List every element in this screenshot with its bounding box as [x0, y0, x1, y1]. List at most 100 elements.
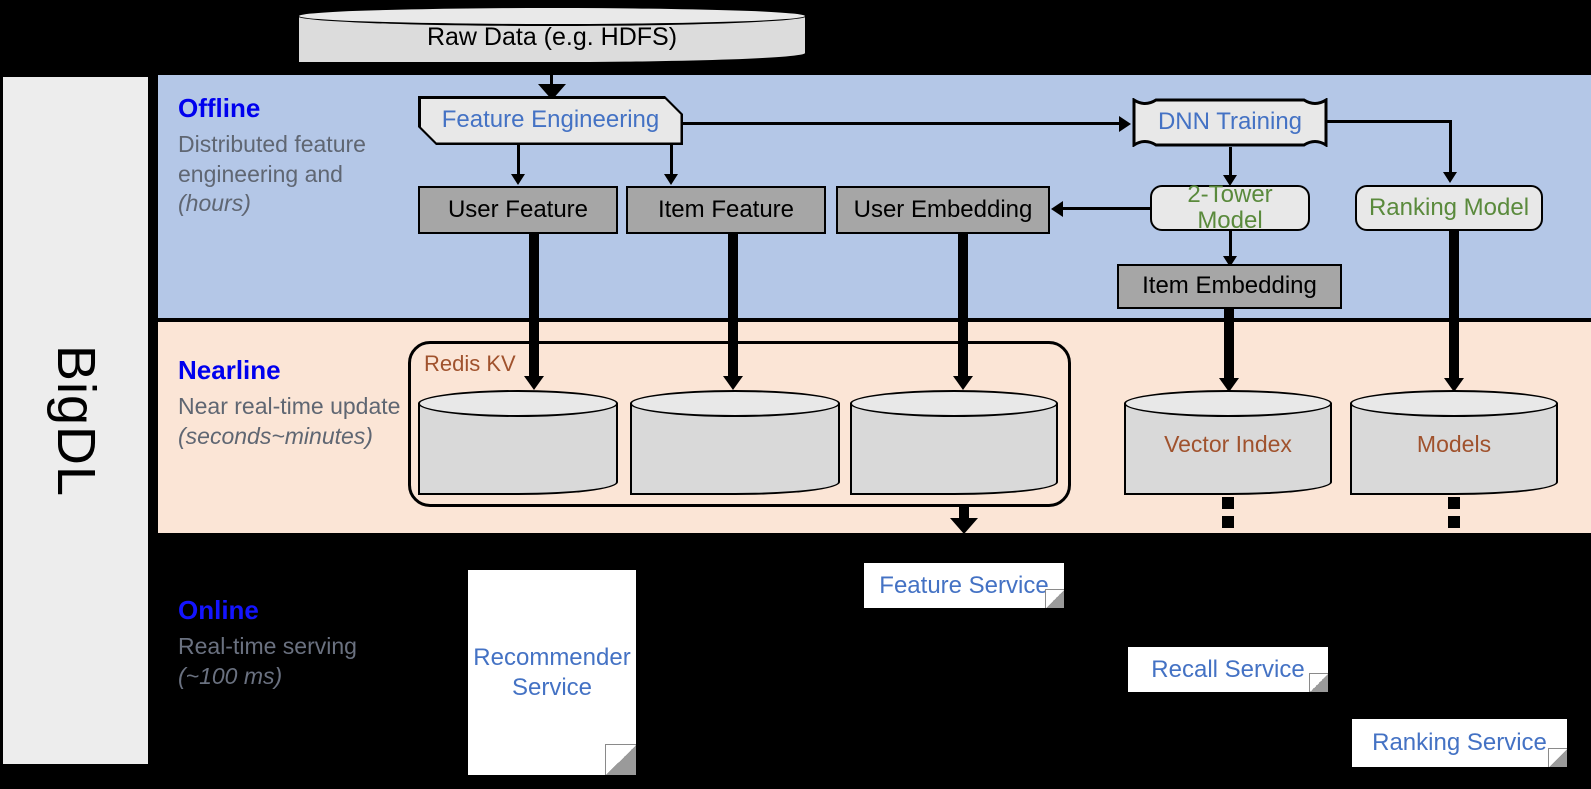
arrowhead-itemfeature-redis: [723, 376, 743, 390]
connector-twotower-userembedding: [1063, 207, 1151, 210]
page-fold-icon: [1309, 673, 1328, 692]
dnn-training-shape: [1132, 98, 1328, 147]
raw-data-cylinder: Raw Data (e.g. HDFS): [297, 6, 807, 64]
cylinder-top: [297, 6, 807, 26]
card-feature-service-label: Feature Service: [879, 571, 1049, 599]
online-title: Online: [178, 595, 259, 625]
vector-index-label: Vector Index: [1164, 430, 1292, 457]
node-user-embedding[interactable]: User Embedding: [836, 186, 1050, 234]
offline-title: Offline: [178, 93, 261, 123]
node-user-embedding-label: User Embedding: [853, 195, 1033, 223]
node-two-tower-model[interactable]: 2-Tower Model: [1150, 181, 1310, 234]
arrowhead-dnn-twotower: [1223, 175, 1237, 186]
pipe-itemfeature-redis: [728, 232, 738, 380]
card-recall-service[interactable]: Recall Service: [1128, 647, 1328, 692]
page-fold-icon: [1045, 589, 1064, 608]
card-ranking-service[interactable]: Ranking Service: [1352, 719, 1567, 767]
caption-nearline: Nearline Near real-time update (seconds~…: [178, 355, 408, 451]
cylinder-top: [418, 390, 618, 417]
cylinder-top: [1124, 390, 1332, 417]
dot-vectorindex-recall-1: [1222, 497, 1234, 509]
offline-subtitle: Distributed feature engineering and (hou…: [178, 130, 408, 218]
node-feature-engineering-label: Feature Engineering: [421, 99, 681, 143]
node-feature-engineering[interactable]: Feature Engineering: [418, 96, 683, 145]
cylinder-body: [850, 403, 1058, 495]
node-two-tower-model-label: 2-Tower Model: [1187, 180, 1273, 234]
node-item-feature[interactable]: Item Feature: [626, 186, 826, 234]
page-fold-icon: [605, 744, 636, 775]
connector-fe-userfeature: [517, 145, 520, 178]
redis-kv-group: [408, 341, 1071, 507]
redis-kv-label: Redis KV: [424, 351, 516, 376]
card-feature-service[interactable]: Feature Service: [864, 563, 1064, 608]
arrowhead-fe-dnn: [1119, 116, 1131, 132]
bigdl-sidebar: BigDL: [3, 77, 148, 764]
offline-subtitle-plain: Distributed feature engineering and: [178, 131, 366, 187]
cylinder-user-feature-store: [418, 390, 618, 495]
cylinder-top: [850, 390, 1058, 417]
dot-models-ranking-2: [1448, 516, 1460, 528]
bigdl-label: BigDL: [45, 344, 106, 497]
pipe-userfeature-redis: [529, 232, 539, 380]
card-recommender-service-label: Recommender Service: [473, 643, 631, 701]
connector-dnn-ranking-h: [1327, 120, 1452, 123]
node-user-feature[interactable]: User Feature: [418, 186, 618, 234]
dot-models-ranking-1: [1448, 497, 1460, 509]
node-ranking-model[interactable]: Ranking Model: [1355, 185, 1543, 231]
arrowhead-redis-featureservice: [950, 518, 978, 534]
node-dnn-training-label: DNN Training: [1157, 108, 1303, 136]
offline-subtitle-italic: (hours): [178, 190, 251, 217]
card-ranking-service-label: Ranking Service: [1372, 729, 1547, 756]
arrowhead-itemembedding-vectorindex: [1219, 378, 1239, 392]
cylinder-user-embedding-store: [850, 390, 1058, 495]
arrowhead-rankingmodel-models: [1444, 378, 1464, 392]
cylinder-body: [1350, 403, 1558, 495]
node-item-embedding-label: Item Embedding: [1142, 272, 1317, 300]
arrowhead-twotower-itemembedding: [1223, 256, 1237, 267]
node-dnn-training[interactable]: DNN Training: [1132, 98, 1328, 147]
node-item-embedding[interactable]: Item Embedding: [1117, 264, 1342, 309]
connector-fe-dnn: [683, 122, 1120, 125]
online-subtitle-italic: (~100 ms): [178, 662, 283, 689]
connector-dnn-twotower: [1229, 147, 1232, 179]
connector-twotower-itemembedding: [1229, 231, 1232, 260]
pipe-itemembedding-vectorindex: [1224, 307, 1234, 382]
arrowhead-dnn-ranking: [1443, 172, 1457, 183]
arrowhead-userembedding-redis: [953, 376, 973, 390]
online-subtitle: Real-time serving (~100 ms): [178, 632, 408, 691]
cylinder-vector-index: Vector Index: [1124, 390, 1332, 495]
arrowhead-userfeature-redis: [524, 376, 544, 390]
cylinder-top: [630, 390, 840, 417]
online-subtitle-plain: Real-time serving: [178, 633, 357, 660]
models-label: Models: [1416, 430, 1492, 457]
nearline-subtitle-italic: (seconds~minutes): [178, 422, 373, 449]
nearline-subtitle: Near real-time update (seconds~minutes): [178, 392, 408, 451]
card-recommender-service[interactable]: Recommender Service: [468, 570, 636, 775]
node-ranking-model-label: Ranking Model: [1368, 193, 1530, 221]
arrowhead-fe-userfeature: [511, 174, 525, 185]
card-recall-service-label: Recall Service: [1151, 655, 1305, 683]
raw-data-label: Raw Data (e.g. HDFS): [426, 22, 678, 51]
caption-offline: Offline Distributed feature engineering …: [178, 93, 408, 219]
cylinder-body: [418, 403, 618, 495]
pipe-userembedding-redis: [958, 232, 968, 380]
connector-dnn-ranking-v: [1449, 120, 1452, 176]
nearline-subtitle-plain: Near real-time update: [178, 393, 401, 420]
connector-fe-itemfeature: [670, 145, 673, 178]
pipe-redis-featureservice: [959, 507, 969, 520]
cylinder-top: [1350, 390, 1558, 417]
node-item-feature-label: Item Feature: [657, 195, 795, 223]
dot-vectorindex-recall-2: [1222, 516, 1234, 528]
connector-rawdata-fe: [550, 64, 553, 88]
cylinder-models: Models: [1350, 390, 1558, 495]
pipe-rankingmodel-models: [1449, 229, 1459, 382]
arrowhead-fe-itemfeature: [664, 174, 678, 185]
page-fold-icon: [1548, 748, 1567, 767]
cylinder-body: [1124, 403, 1332, 495]
cylinder-item-feature-store: [630, 390, 840, 495]
caption-online: Online Real-time serving (~100 ms): [178, 595, 408, 691]
cylinder-body: [630, 403, 840, 495]
nearline-title: Nearline: [178, 355, 281, 385]
arrowhead-twotower-userembedding: [1051, 201, 1063, 217]
